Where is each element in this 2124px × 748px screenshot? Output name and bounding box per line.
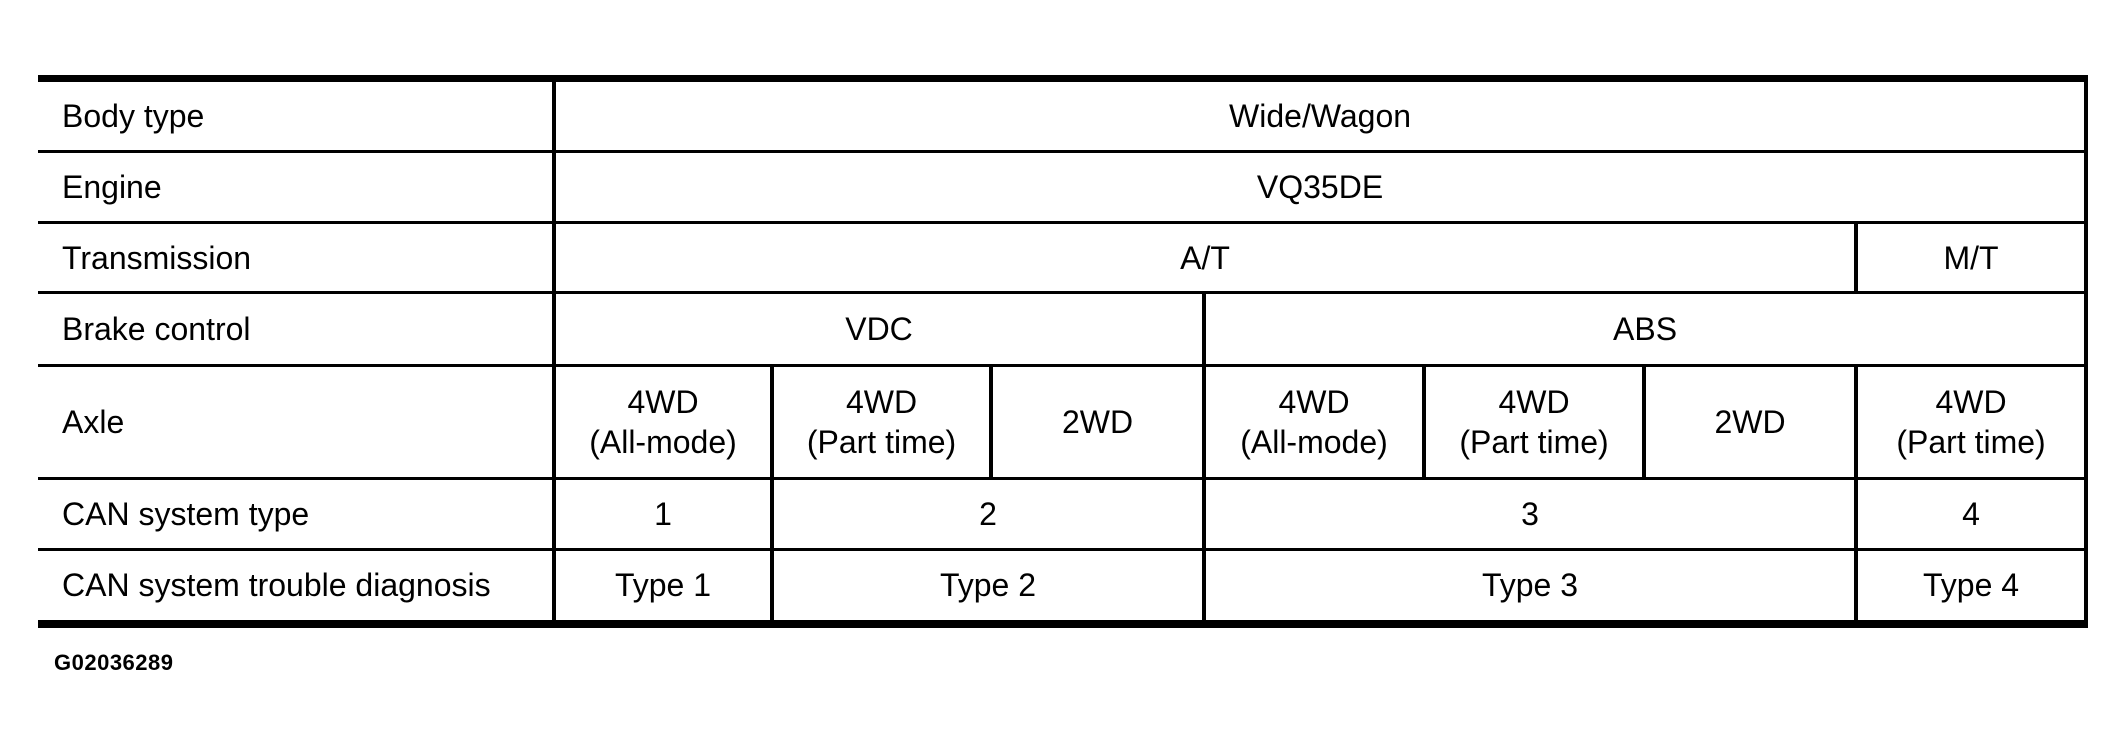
spec-cell: 3 [1202,477,1858,551]
spec-cell: VQ35DE [551,150,2089,224]
figure-id-label: G02036289 [54,650,174,675]
spec-cell: Wide/Wagon [551,77,2089,153]
spec-cell: Type 1 [552,548,774,625]
spec-cell: 4WD(Part time) [1853,364,2089,480]
row-label: Transmission [38,221,556,294]
spec-cell: Type 4 [1853,548,2089,625]
spec-cell: 1 [552,477,774,551]
spec-cell: 2WD [1642,364,1858,480]
spec-cell: A/T [552,221,1858,294]
spec-cell: Type 3 [1202,548,1858,625]
spec-cell: Type 2 [770,548,1206,625]
row-label: Axle [38,364,556,480]
spec-cell: 2 [770,477,1206,551]
row-label: Body type [38,77,556,153]
row-label: Engine [38,150,556,224]
row-label: Brake control [38,291,556,367]
spec-cell: 2WD [989,364,1206,480]
spec-cell: 4WD(Part time) [770,364,993,480]
spec-cell: 4 [1853,477,2089,551]
spec-cell: ABS [1201,291,2089,367]
spec-cell: 4WD(Part time) [1422,364,1646,480]
spec-cell: VDC [552,291,1206,367]
spec-cell: 4WD(All-mode) [552,364,774,480]
spec-cell: 4WD(All-mode) [1202,364,1426,480]
spec-cell: M/T [1853,221,2089,294]
row-label: CAN system trouble diagnosis [38,548,556,625]
row-label: CAN system type [38,477,556,551]
